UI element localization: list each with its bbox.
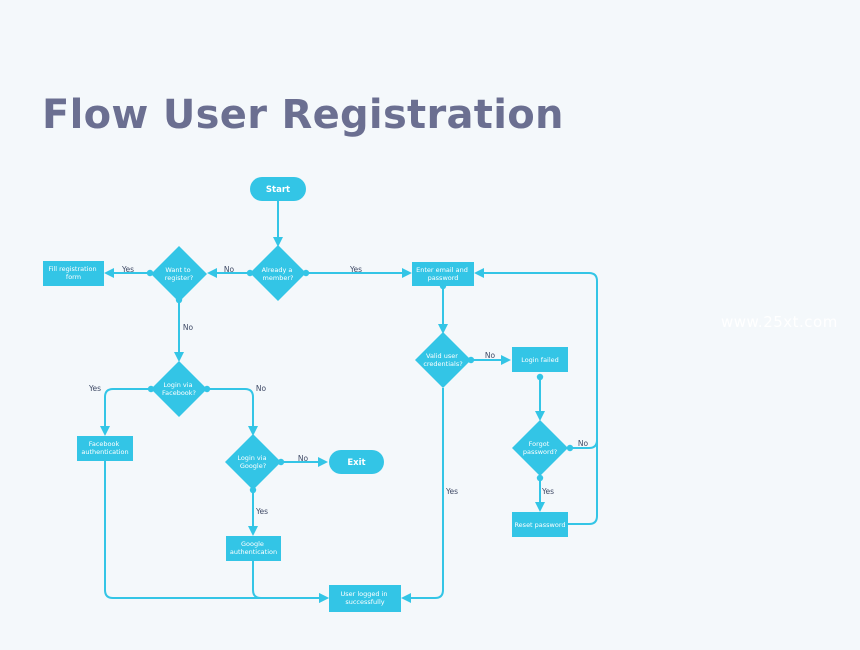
want-register-label-2: register? (165, 274, 194, 282)
connectors (100, 201, 598, 603)
dot (536, 373, 544, 381)
already-member-label-2: member? (263, 274, 294, 282)
enter-email-label-1: Enter email and (416, 266, 468, 274)
edge-label-member-yes: Yes (349, 265, 362, 274)
edge-google-to-logged (252, 561, 329, 603)
svg-text:Enter email and password: Enter email and password (416, 266, 470, 282)
node-valid-credentials: Valid user credentials? (415, 332, 471, 388)
forgot-password-label-2: password? (523, 448, 557, 456)
node-facebook-auth: Facebook authentication (77, 436, 133, 461)
edge-forgot-no (474, 268, 598, 449)
dot (566, 444, 574, 452)
node-login-facebook: Login via Facebook? (151, 361, 207, 417)
login-google-label-1: Login via (237, 454, 266, 462)
edge-facebook-to-logged (104, 461, 329, 603)
dot (536, 474, 544, 482)
svg-text:Reset password: Reset password (514, 521, 565, 529)
edge-label-register-yes: Yes (121, 265, 134, 274)
google-auth-label-2: authentication (230, 548, 277, 556)
svg-text:Login failed: Login failed (521, 356, 559, 364)
valid-credentials-label-2: credentials? (423, 360, 462, 368)
node-start: Start (250, 177, 306, 201)
edge-label-forgot-no: No (578, 439, 589, 448)
node-exit: Exit (329, 450, 384, 474)
edge-facebook-no (207, 388, 258, 436)
edge-labels: No Yes Yes No Yes No No Yes No Yes No Ye… (88, 265, 589, 516)
svg-text:Login via Google?: Login via Google? (237, 454, 268, 470)
node-login-google: Login via Google? (225, 434, 281, 490)
node-fill-form: Fill registration form (43, 261, 104, 286)
svg-text:Forgot password?: Forgot password? (523, 440, 557, 456)
logged-in-label-1: User logged in (340, 590, 387, 598)
node-login-failed: Login failed (512, 347, 568, 372)
already-member-label-1: Already a (262, 266, 293, 274)
edge-label-facebook-yes: Yes (88, 384, 101, 393)
edge-label-forgot-yes: Yes (541, 487, 554, 496)
svg-text:Start: Start (266, 185, 290, 195)
edge-label-google-yes: Yes (255, 507, 268, 516)
want-register-label-1: Want to (165, 266, 190, 274)
watermark: www.25xt.com (721, 313, 838, 331)
svg-text:Fill registration form: Fill registration form (48, 265, 98, 281)
edge-valid-yes (401, 388, 444, 603)
fill-form-label-2: form (66, 273, 81, 281)
svg-text:Facebook authentication: Facebook authentication (81, 440, 128, 456)
valid-credentials-label-1: Valid user (426, 352, 458, 360)
edge-reset-to-email (568, 440, 598, 525)
reset-password-label: Reset password (514, 521, 565, 529)
login-facebook-label-1: Login via (163, 381, 192, 389)
logged-in-label-2: successfully (345, 598, 384, 606)
edge-label-valid-yes: Yes (445, 487, 458, 496)
login-failed-label: Login failed (521, 356, 559, 364)
svg-text:Google authentication: Google authentication (230, 540, 277, 556)
exit-label: Exit (347, 458, 365, 468)
node-logged-in: User logged in successfully (329, 585, 401, 612)
svg-text:Valid user credentials?: Valid user credentials? (423, 352, 462, 368)
login-facebook-label-2: Facebook? (162, 389, 196, 397)
node-forgot-password: Forgot password? (512, 420, 568, 476)
google-auth-label-1: Google (241, 540, 264, 548)
start-label: Start (266, 185, 290, 195)
page-title: Flow User Registration (42, 92, 564, 138)
node-reset-password: Reset password (512, 512, 568, 537)
node-enter-email: Enter email and password (412, 262, 474, 286)
svg-text:Login via Facebook?: Login via Facebook? (162, 381, 196, 397)
svg-text:User logged in successfu: User logged in successfully (340, 590, 389, 606)
svg-text:Want to register?: Want to register? (165, 266, 194, 282)
enter-email-label-2: password (428, 274, 459, 282)
edge-label-google-no: No (298, 454, 309, 463)
forgot-password-label-1: Forgot (529, 440, 550, 448)
edge-label-valid-no: No (485, 351, 496, 360)
edge-label-register-no: No (183, 323, 194, 332)
node-want-register: Want to register? (151, 246, 207, 302)
node-google-auth: Google authentication (226, 536, 281, 561)
facebook-auth-label-2: authentication (81, 448, 128, 456)
edge-label-facebook-no: No (256, 384, 267, 393)
svg-text:Already a member?: Already a member? (262, 266, 295, 282)
login-google-label-2: Google? (240, 462, 266, 470)
fill-form-label-1: Fill registration (48, 265, 96, 273)
node-already-member: Already a member? (250, 245, 306, 301)
facebook-auth-label-1: Facebook (89, 440, 120, 448)
edge-label-member-no: No (224, 265, 235, 274)
svg-text:Exit: Exit (347, 458, 365, 468)
edge-facebook-yes (100, 388, 151, 436)
